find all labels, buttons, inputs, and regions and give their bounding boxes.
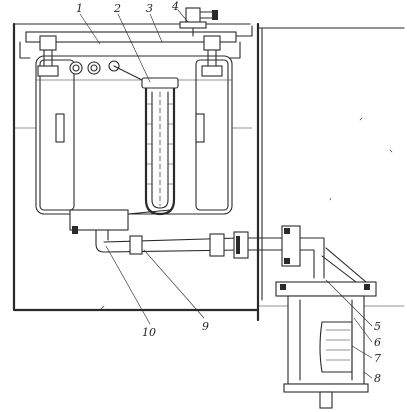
callout-7: 7 bbox=[374, 352, 381, 365]
connecting-pipe bbox=[247, 225, 325, 279]
left-hanger-clamp bbox=[37, 49, 65, 143]
callout-8: 8 bbox=[374, 372, 381, 385]
callout-5: 5 bbox=[374, 320, 381, 333]
tank-outlet bbox=[69, 209, 171, 253]
callout-2: 2 bbox=[113, 2, 121, 15]
u-tube-heater bbox=[141, 77, 179, 216]
callout-1: 1 bbox=[76, 2, 83, 15]
callout-3: 3 bbox=[146, 2, 153, 15]
right-hanger-clamp bbox=[195, 49, 223, 143]
support-leg bbox=[321, 247, 367, 283]
right-wall-panel bbox=[256, 22, 405, 322]
callout-10: 10 bbox=[142, 326, 156, 339]
top-valve bbox=[179, 7, 218, 37]
leader-lines bbox=[79, 9, 373, 379]
callout-9: 9 bbox=[202, 320, 209, 333]
diagonal-pipe bbox=[103, 231, 249, 259]
callout-6: 6 bbox=[374, 336, 381, 349]
top-support-rail bbox=[19, 25, 253, 59]
filler-plugs bbox=[69, 60, 147, 83]
callout-4: 4 bbox=[171, 0, 179, 13]
radiator-tank bbox=[35, 55, 233, 215]
separator-housing bbox=[275, 281, 377, 409]
